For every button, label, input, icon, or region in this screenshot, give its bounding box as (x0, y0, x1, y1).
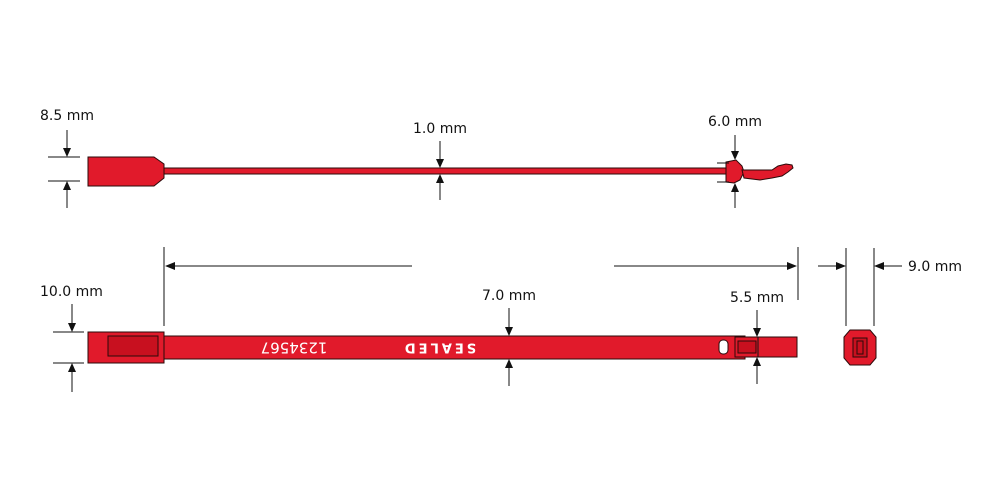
bottom-tail-width-label: 5.5 mm (730, 290, 784, 306)
top-head-height-label: 8.5 mm (40, 108, 94, 124)
bottom-tail-arrow-down (753, 328, 761, 337)
top-head-arrow-down (63, 148, 71, 157)
top-tail-arrow-up (731, 183, 739, 192)
printed-word: SEALED (402, 340, 476, 355)
bottom-head-arrow-down (68, 323, 76, 332)
length-arrow-right (787, 262, 797, 270)
top-strap-arrow-down (436, 159, 444, 168)
printed-number: 1234567 (261, 339, 328, 357)
bottom-view: 1234567 SEALED 10.0 mm 7.0 mm 5.5 mm (40, 284, 798, 392)
top-strap-arrow-up (436, 174, 444, 183)
length-arrow-left (165, 262, 175, 270)
bottom-head-arrow-up (68, 363, 76, 372)
bottom-tail-arrow-up (753, 357, 761, 366)
top-seal-head (87, 156, 165, 187)
top-view: 8.5 mm 1.0 mm 6.0 mm (40, 108, 794, 208)
length-dimension (163, 247, 799, 326)
top-tail-hook (741, 163, 794, 181)
top-tail-height-label: 6.0 mm (708, 114, 762, 130)
end-width-label: 9.0 mm (908, 259, 962, 275)
end-view: 9.0 mm (818, 248, 962, 366)
bottom-strap-arrow-down (505, 327, 513, 336)
bottom-head-window (107, 335, 159, 357)
top-strap (159, 167, 731, 175)
top-tail-arrow-down (731, 151, 739, 160)
bottom-strap-arrow-up (505, 359, 513, 368)
bottom-lock-slot (718, 339, 729, 355)
bottom-head-height-label: 10.0 mm (40, 284, 103, 300)
end-width-arrow-right (836, 262, 846, 270)
top-strap-thickness-label: 1.0 mm (413, 121, 467, 137)
top-head-arrow-up (63, 181, 71, 190)
bottom-strap-width-label: 7.0 mm (482, 288, 536, 304)
end-width-arrow-left (874, 262, 884, 270)
